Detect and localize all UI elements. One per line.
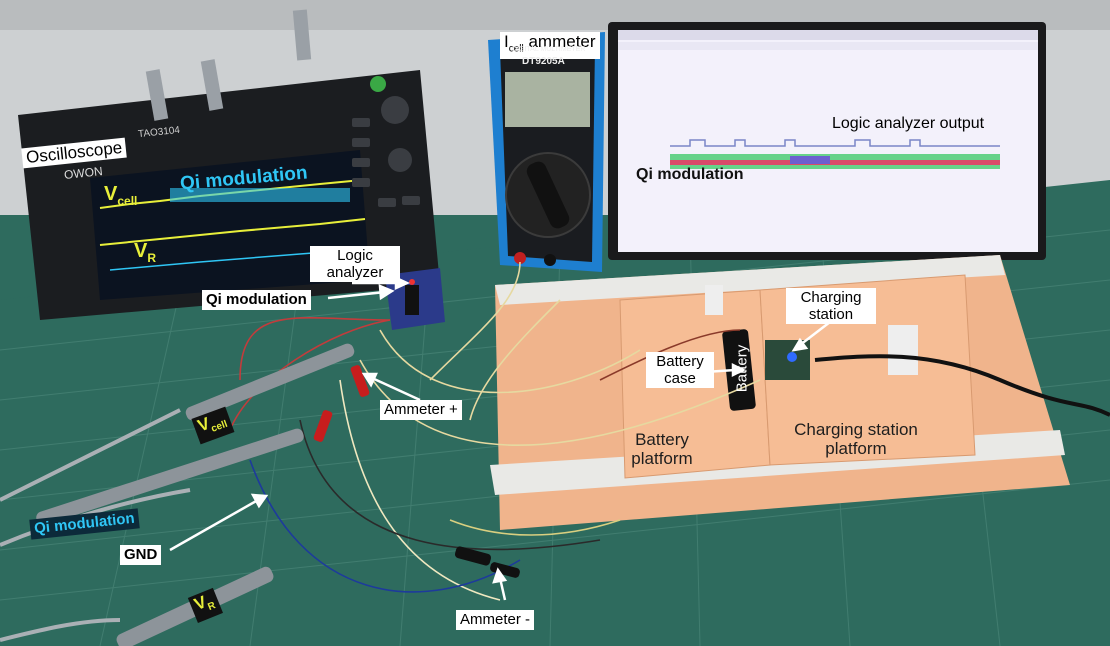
charging-station-platform-label: Charging station platform <box>776 420 936 458</box>
ammeter-minus-label: Ammeter - <box>456 610 535 630</box>
battery-case-line2: case <box>664 370 696 387</box>
wooden-platform <box>490 255 1110 530</box>
qi-modulation-monitor-label: Qi modulation <box>636 166 744 183</box>
charging-station-line2: station <box>808 306 854 323</box>
probe-v-r-sub: R <box>206 600 218 613</box>
qi-modulation-board-label: Qi modulation <box>202 290 311 310</box>
battery-platform-line1: Battery <box>635 430 689 449</box>
charging-station-platform-line2: platform <box>825 439 887 458</box>
v-r-screen-sub: R <box>147 251 157 265</box>
v-cell-screen-label: Vcell <box>104 183 137 208</box>
charging-station-label: Charging station <box>786 288 876 324</box>
ammeter-label-suffix: ammeter <box>523 32 596 51</box>
wires <box>229 261 761 601</box>
battery-case-line1: Battery <box>656 353 704 370</box>
battery-platform-line2: platform <box>631 449 693 468</box>
logic-analyzer-line1: Logic <box>337 247 373 264</box>
multimeter-brand: DIGITAL MULTIMETER <box>512 46 586 53</box>
logic-analyzer-output-label: Logic analyzer output <box>832 115 985 132</box>
v-cell-screen-sub: cell <box>117 194 138 208</box>
battery-label: Battery <box>733 344 751 393</box>
probe-v-cell-sub: cell <box>209 418 230 435</box>
ammeter-label-prefix: I <box>504 32 509 51</box>
ammeter-plus-label: Ammeter + <box>380 400 462 420</box>
battery-platform-label: Battery platform <box>622 430 702 468</box>
ammeter-label-sub: cell <box>508 43 524 55</box>
charging-station-platform-line1: Charging station <box>794 420 918 439</box>
battery-case-label: Battery case <box>646 352 714 388</box>
monitor <box>608 22 1046 260</box>
multimeter <box>488 32 605 272</box>
gnd-label: GND <box>120 545 162 565</box>
logic-analyzer-line2: analyzer <box>326 264 384 281</box>
charging-station-line1: Charging <box>800 289 862 306</box>
multimeter-model: DT9205A <box>522 56 565 67</box>
logic-analyzer-label: Logic analyzer <box>310 246 400 282</box>
v-cell-screen-main: V <box>104 183 118 205</box>
v-r-screen-label: VR <box>134 240 156 265</box>
v-r-screen-main: V <box>134 240 148 262</box>
ammeter-label: Icell ammeter <box>500 32 600 60</box>
